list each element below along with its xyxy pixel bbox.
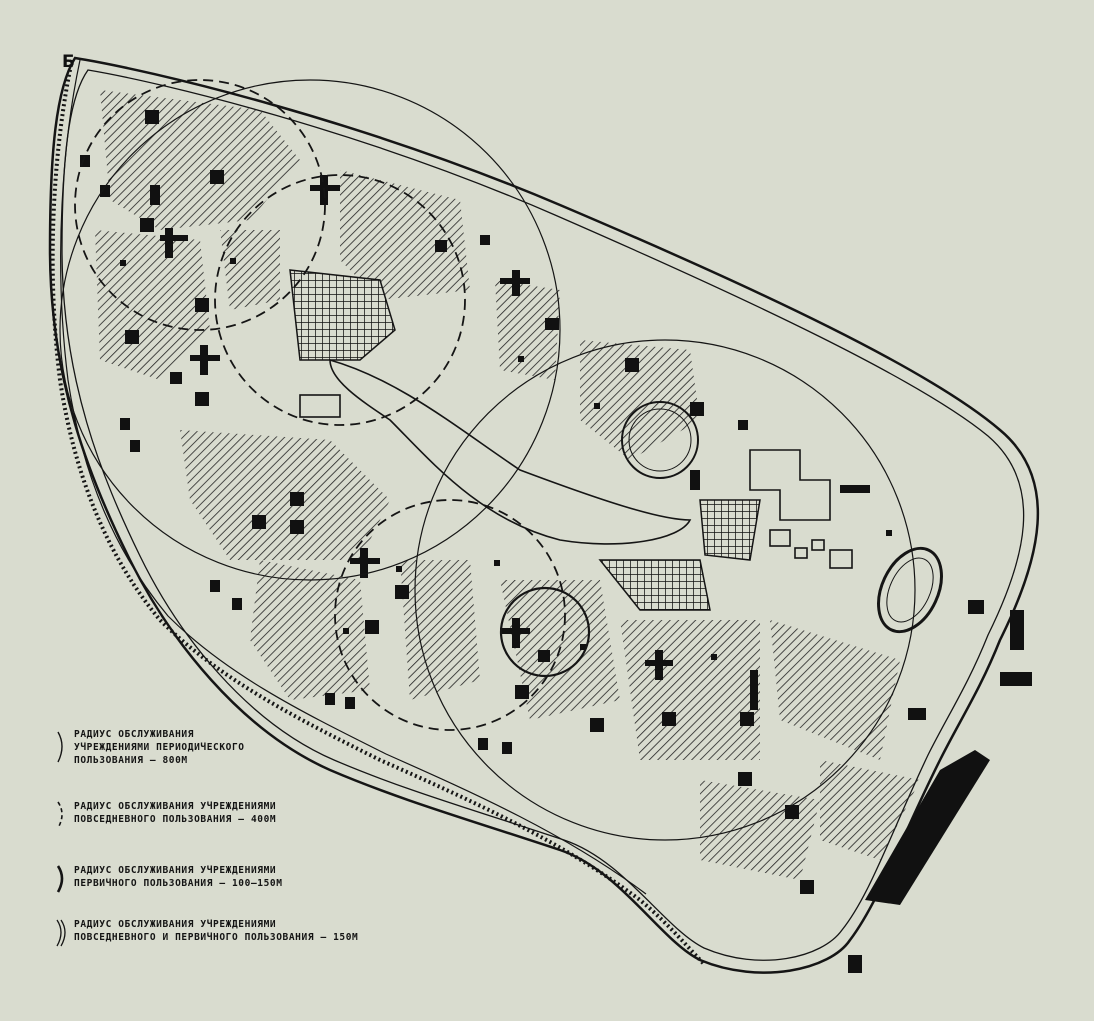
legend-text-400m: РАДИУС ОБСЛУЖИВАНИЯ УЧРЕЖДЕНИЯМИ ПОВСЕДН… [74, 801, 277, 825]
service-radius-400m [74, 79, 566, 731]
round-structures [329, 358, 943, 634]
legend-symbol-bold-arc-icon [56, 865, 64, 893]
legend-symbol-double-arc-icon [56, 919, 66, 947]
legend-item-primary: РАДИУС ОБСЛУЖИВАНИЯ УЧРЕЖДЕНИЯМИ ПЕРВИЧН… [52, 864, 472, 904]
site-boundary [48, 56, 1040, 974]
legend-item-400m: РАДИУС ОБСЛУЖИВАНИЯ УЧРЕЖДЕНИЯМИ ПОВСЕДН… [52, 800, 472, 840]
public-facilities [289, 269, 761, 611]
legend-symbol-single-solid-arc-icon [57, 731, 63, 763]
sports-complex [299, 394, 853, 569]
park-pond [329, 358, 692, 545]
round-square [621, 401, 699, 479]
legend-symbol-dashed-arc-icon [57, 801, 63, 829]
legend-text-800m: РАДИУС ОБСЛУЖИВАНИЯ УЧРЕЖДЕНИЯМИ ПЕРИОДИ… [74, 729, 245, 766]
legend-item-800m: РАДИУС ОБСЛУЖИВАНИЯ УЧРЕЖДЕНИЯМИ ПЕРИОДИ… [52, 728, 472, 768]
buildings [80, 110, 1032, 973]
railway-line [50, 59, 707, 967]
legend-text-primary: РАДИУС ОБСЛУЖИВАНИЯ УЧРЕЖДЕНИЯМИ ПЕРВИЧН… [74, 865, 283, 889]
service-radius-primary [499, 586, 591, 678]
figure-letter: Б [62, 52, 75, 72]
service-radius-800m [59, 79, 916, 841]
inner-road [61, 69, 1025, 961]
legend-item-combined: РАДИУС ОБСЛУЖИВАНИЯ УЧРЕЖДЕНИЯМИ ПОВСЕДН… [52, 918, 472, 958]
stadium-track [877, 546, 943, 634]
legend-text-combined: РАДИУС ОБСЛУЖИВАНИЯ УЧРЕЖДЕНИЯМИ ПОВСЕДН… [74, 919, 359, 943]
boundary-road [48, 56, 1040, 974]
